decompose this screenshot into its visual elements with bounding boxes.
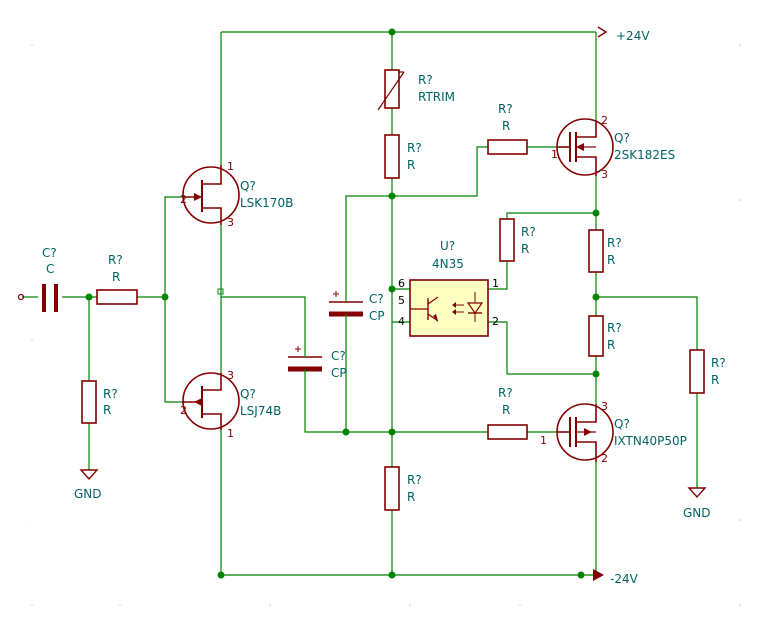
q2-pjfet[interactable]: 3 2 1 Q? LSJ74B [180, 369, 281, 440]
svg-text:2: 2 [601, 452, 608, 465]
svg-text:R: R [607, 338, 615, 352]
input-capacitor[interactable]: C? C [42, 246, 58, 312]
pos-rail-label: +24V [597, 26, 650, 43]
junctions [85, 28, 600, 579]
svg-text:R?: R? [607, 236, 622, 250]
svg-text:R: R [103, 403, 111, 417]
svg-text:CP: CP [369, 309, 385, 323]
svg-text:R?: R? [407, 141, 422, 155]
svg-text:Q?: Q? [614, 417, 630, 431]
svg-text:R: R [607, 253, 615, 267]
svg-text:1: 1 [492, 277, 499, 290]
output-resistor-lower[interactable]: R? R [588, 315, 622, 357]
svg-text:IXTN40P50P: IXTN40P50P [614, 434, 687, 448]
gnd-symbol-left: GND [74, 469, 102, 501]
svg-text:1: 1 [540, 434, 547, 447]
optocoupler-4n35[interactable]: U? 4N35 6 5 4 1 2 [398, 239, 499, 337]
bias-resistor-top[interactable]: R? R [384, 134, 422, 179]
q3-nmosfet[interactable]: 1 2 3 Q? 2SK182ES [551, 114, 675, 181]
svg-text:C?: C? [331, 349, 346, 363]
input-terminal[interactable] [17, 293, 25, 301]
svg-text:3: 3 [601, 400, 608, 413]
svg-text:R: R [112, 270, 120, 284]
svg-text:Q?: Q? [240, 387, 256, 401]
svg-text:R?: R? [607, 321, 622, 335]
svg-text:2: 2 [492, 315, 499, 328]
bias-resistor-bottom[interactable]: R? R [384, 466, 422, 511]
svg-text:3: 3 [227, 369, 234, 382]
svg-text:2: 2 [180, 193, 187, 206]
svg-text:C?: C? [369, 292, 384, 306]
svg-text:2SK182ES: 2SK182ES [614, 148, 675, 162]
opto-led-resistor[interactable]: R? R [499, 218, 536, 262]
svg-text:6: 6 [398, 277, 405, 290]
svg-text:GND: GND [683, 506, 711, 520]
q1-njfet[interactable]: 1 2 3 Q? LSK170B [180, 160, 293, 229]
svg-text:2: 2 [180, 404, 187, 417]
svg-text:R?: R? [498, 102, 513, 116]
svg-text:R?: R? [418, 73, 433, 87]
svg-text:GND: GND [74, 487, 102, 501]
svg-text:R: R [521, 242, 529, 256]
svg-text:R?: R? [521, 225, 536, 239]
svg-text:3: 3 [601, 168, 608, 181]
svg-text:5: 5 [398, 294, 405, 307]
gate-ground-resistor[interactable]: R? R [81, 380, 118, 424]
svg-text:CP: CP [331, 366, 347, 380]
svg-text:R?: R? [498, 386, 513, 400]
svg-text:R?: R? [108, 253, 123, 267]
q4-gate-resistor[interactable]: R? R [487, 386, 528, 440]
svg-text:2: 2 [601, 114, 608, 127]
neg-rail-label: -24V [593, 569, 639, 586]
svg-text:U?: U? [440, 239, 455, 253]
svg-text:R: R [711, 373, 719, 387]
svg-text:C: C [46, 262, 54, 276]
svg-text:1: 1 [227, 160, 234, 173]
svg-text:4: 4 [398, 315, 405, 328]
svg-text:3: 3 [227, 216, 234, 229]
svg-text:RTRIM: RTRIM [418, 90, 455, 104]
svg-text:C?: C? [42, 246, 57, 260]
trim-resistor[interactable]: R? RTRIM [377, 69, 455, 111]
svg-text:R?: R? [407, 473, 422, 487]
svg-text:1: 1 [227, 427, 234, 440]
svg-text:R: R [407, 490, 415, 504]
gnd-symbol-right: GND [683, 487, 711, 520]
svg-text:Q?: Q? [614, 131, 630, 145]
wires [22, 31, 698, 576]
load-resistor[interactable]: R? R [689, 349, 726, 394]
output-resistor-upper[interactable]: R? R [588, 229, 622, 273]
q3-gate-resistor[interactable]: R? R [487, 102, 528, 155]
svg-text:Q?: Q? [240, 179, 256, 193]
svg-text:R: R [502, 119, 510, 133]
q4-pmosfet[interactable]: 1 2 3 Q? IXTN40P50P [540, 400, 687, 465]
svg-text:1: 1 [551, 148, 558, 161]
svg-text:R: R [407, 158, 415, 172]
polarized-cap-upper[interactable]: C? CP [329, 291, 385, 325]
svg-text:R?: R? [103, 387, 118, 401]
polarized-cap-mid[interactable]: C? CP [288, 342, 347, 381]
svg-text:LSJ74B: LSJ74B [240, 404, 281, 418]
svg-text:R?: R? [711, 356, 726, 370]
svg-text:-24V: -24V [610, 572, 639, 586]
svg-text:LSK170B: LSK170B [240, 196, 293, 210]
grid-dots [31, 44, 741, 606]
svg-text:4N35: 4N35 [432, 257, 464, 271]
svg-text:+24V: +24V [616, 29, 650, 43]
svg-text:R: R [502, 403, 510, 417]
input-resistor[interactable]: R? R [96, 253, 138, 305]
